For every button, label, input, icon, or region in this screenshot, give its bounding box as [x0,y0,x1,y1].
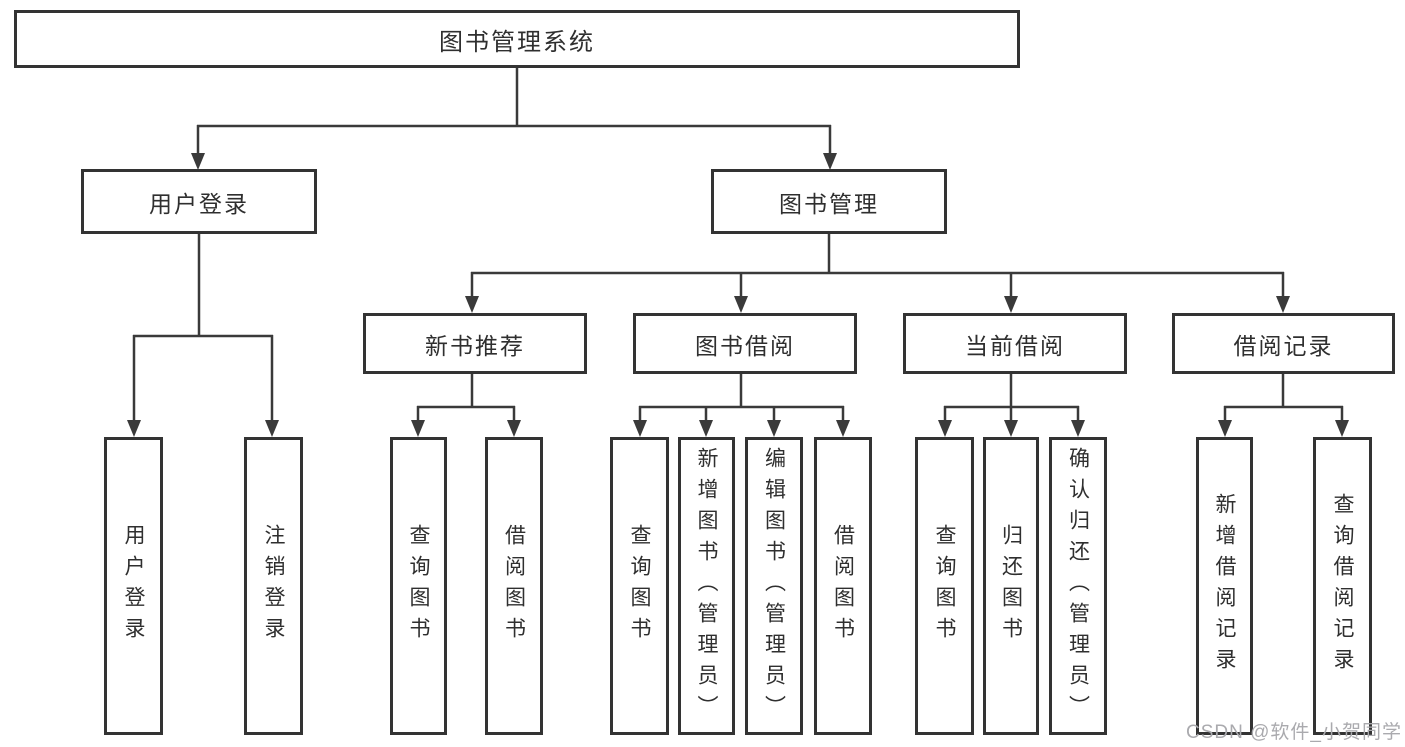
node-label: 注销登录 [262,524,285,648]
node-leaf-query-books-borrowing: 查询图书 [610,437,669,735]
node-leaf-return-books: 归还图书 [983,437,1039,735]
node-book-borrowing: 图书借阅 [633,313,857,374]
node-leaf-query-books-current: 查询图书 [915,437,974,735]
node-leaf-borrow-books-newbooks: 借阅图书 [485,437,543,735]
node-user-login: 用户登录 [81,169,317,234]
node-book-management: 图书管理 [711,169,947,234]
node-leaf-logout: 注销登录 [244,437,303,735]
node-label: 查询图书 [933,524,956,648]
node-label: 查询图书 [628,524,651,648]
node-label: 新增图书（管理员） [695,446,718,726]
node-label: 编辑图书（管理员） [762,446,786,726]
node-label: 图书管理系统 [439,28,595,56]
node-label: 新书推荐 [425,332,525,359]
node-leaf-confirm-return-admin: 确认归还（管理员） [1049,437,1107,735]
node-leaf-query-borrow-record: 查询借阅记录 [1313,437,1372,735]
node-current-borrowing: 当前借阅 [903,313,1127,374]
node-leaf-query-books-newbooks: 查询图书 [390,437,447,735]
node-new-book-recommendation: 新书推荐 [363,313,587,374]
node-label: 确认归还（管理员） [1066,446,1090,726]
node-label: 图书借阅 [695,332,795,359]
node-label: 用户登录 [149,190,249,217]
node-label: 查询图书 [407,524,430,648]
node-library-management-system: 图书管理系统 [14,10,1020,68]
node-leaf-borrow-books-borrowing: 借阅图书 [814,437,872,735]
node-label: 当前借阅 [965,332,1065,359]
node-label: 借阅图书 [831,524,855,648]
csdn-watermark: CSDN @软件_小贺同学 [1186,722,1402,743]
node-label: 查询借阅记录 [1331,493,1354,679]
node-label: 新增借阅记录 [1213,493,1236,679]
node-label: 归还图书 [999,524,1023,648]
node-label: 借阅记录 [1233,332,1334,359]
node-label: 借阅图书 [502,524,526,648]
node-leaf-user-login: 用户登录 [104,437,163,735]
node-label: 图书管理 [779,190,879,217]
node-leaf-edit-books-admin: 编辑图书（管理员） [745,437,803,735]
node-leaf-add-borrow-record: 新增借阅记录 [1196,437,1253,735]
node-label: 用户登录 [122,524,145,648]
node-borrowing-records: 借阅记录 [1172,313,1395,374]
node-leaf-add-books-admin: 新增图书（管理员） [678,437,735,735]
